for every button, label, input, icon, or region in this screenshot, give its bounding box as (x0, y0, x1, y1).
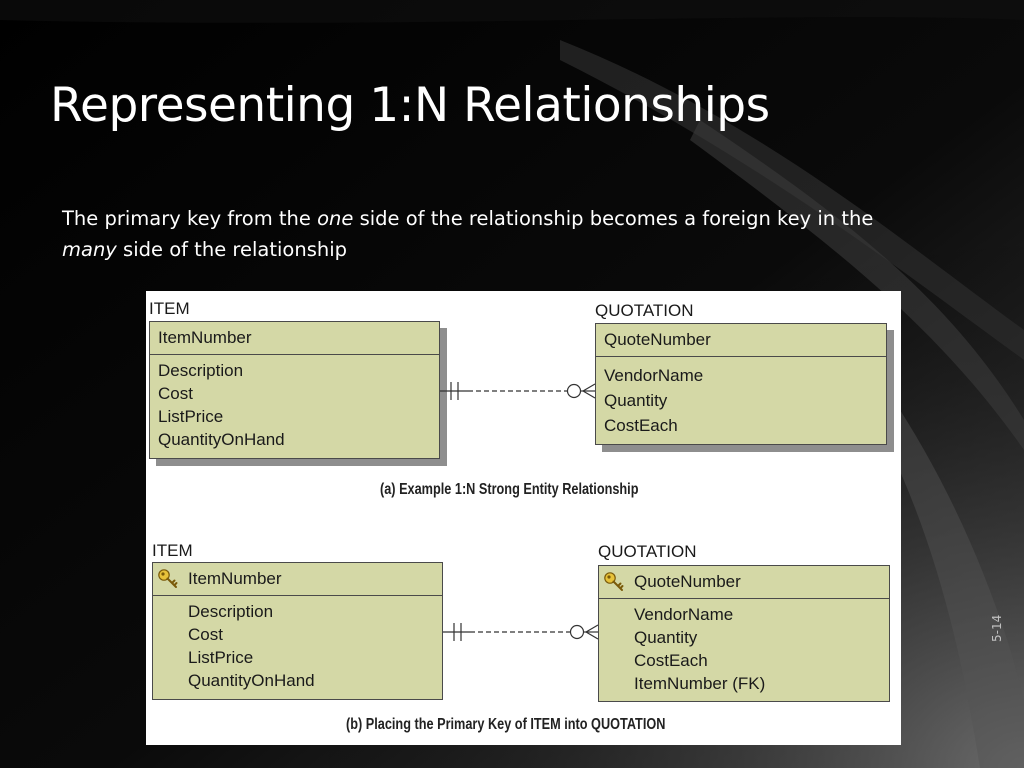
entity-name-item-b: ITEM (152, 541, 193, 560)
caption-b: (b) Placing the Primary Key of ITEM into… (346, 716, 666, 733)
body-text-part: side of the relationship (116, 238, 348, 261)
body-text-emphasis-one: one (317, 207, 354, 230)
primary-key-label: ItemNumber (188, 569, 282, 588)
primary-key-label: QuoteNumber (634, 572, 741, 591)
caption-a: (a) Example 1:N Strong Entity Relationsh… (380, 481, 639, 498)
attribute: VendorName (604, 366, 704, 385)
attribute-list: VendorName Quantity CostEach ItemNumber … (599, 599, 889, 695)
entity-name-quotation-a: QUOTATION (595, 301, 694, 320)
attribute: QuantityOnHand (158, 430, 285, 449)
attribute: ItemNumber (FK) (634, 674, 766, 693)
entity-quotation-b: QuoteNumber VendorName Quantity CostEach… (598, 565, 890, 702)
relationship-line-a (440, 382, 596, 400)
body-text: The primary key from the one side of the… (62, 203, 922, 265)
entity-key-row: QuoteNumber (599, 566, 889, 599)
relationship-line-b (443, 623, 599, 641)
attribute: Cost (158, 384, 193, 403)
attribute: Quantity (634, 628, 698, 647)
attribute: ListPrice (188, 648, 254, 667)
attribute: QuantityOnHand (188, 671, 315, 690)
primary-key-label: QuoteNumber (604, 330, 711, 349)
attribute-list: VendorName Quantity CostEach (596, 357, 886, 438)
entity-key-row: QuoteNumber (596, 324, 886, 357)
attribute: CostEach (634, 651, 708, 670)
entity-key-row: ItemNumber (150, 322, 439, 355)
attribute-list: Description Cost ListPrice QuantityOnHan… (153, 596, 442, 692)
key-icon (604, 572, 624, 591)
entity-item-a: ItemNumber Description Cost ListPrice Qu… (149, 321, 440, 459)
body-text-emphasis-many: many (62, 238, 117, 261)
attribute: Description (158, 361, 244, 380)
relationship-lines (440, 382, 599, 641)
attribute: Description (188, 602, 274, 621)
slide-title: Representing 1:N Relationships (50, 78, 770, 133)
key-icon (158, 569, 178, 588)
attribute-list: Description Cost ListPrice QuantityOnHan… (150, 355, 439, 451)
attribute: Cost (188, 625, 223, 644)
er-diagram-figure: ITEM ItemNumber Description Cost ListPri… (146, 291, 901, 745)
entity-key-row: ItemNumber (153, 563, 442, 596)
primary-key-label: ItemNumber (158, 328, 252, 347)
entity-quotation-a: QuoteNumber VendorName Quantity CostEach (595, 323, 887, 445)
body-text-part: side of the relationship becomes a forei… (353, 207, 874, 230)
attribute: CostEach (604, 416, 678, 435)
attribute: VendorName (634, 605, 734, 624)
page-number: 5-14 (990, 614, 1004, 642)
body-text-part: The primary key from the (62, 207, 318, 230)
entity-name-item-a: ITEM (149, 299, 190, 318)
attribute: Quantity (604, 391, 668, 410)
attribute: ListPrice (158, 407, 224, 426)
entity-name-quotation-b: QUOTATION (598, 542, 697, 561)
entity-item-b: ItemNumber Description Cost ListPrice Qu… (152, 562, 443, 700)
